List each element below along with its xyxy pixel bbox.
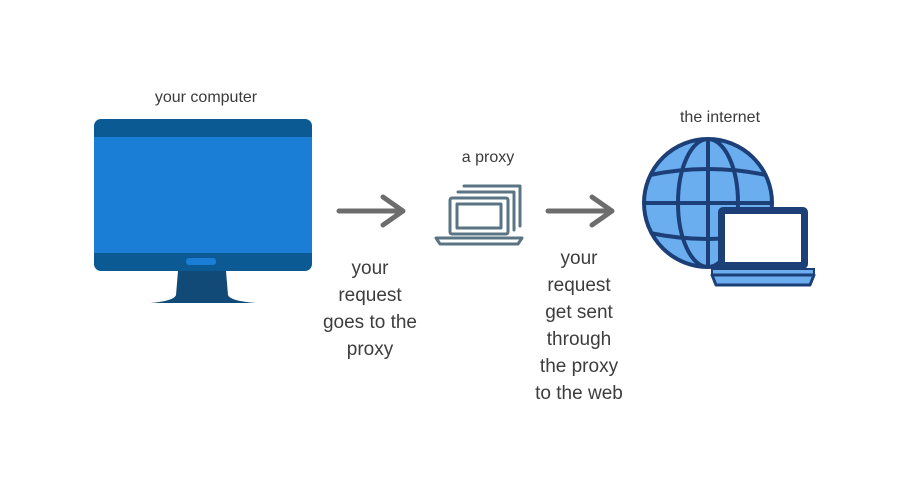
edge-caption-computer-to-proxy: your request goes to the proxy (322, 258, 418, 360)
arrow-right-icon (336, 194, 406, 228)
laptops-icon (434, 184, 524, 246)
globe-laptop-icon (642, 137, 816, 287)
arrow-right-icon (545, 194, 615, 228)
computer-label: your computer (154, 89, 258, 106)
desktop-monitor-icon (94, 119, 312, 303)
internet-label: the internet (679, 109, 761, 126)
proxy-label: a proxy (461, 149, 515, 166)
edge-caption-proxy-to-internet: your request get sent through the proxy … (535, 248, 623, 404)
